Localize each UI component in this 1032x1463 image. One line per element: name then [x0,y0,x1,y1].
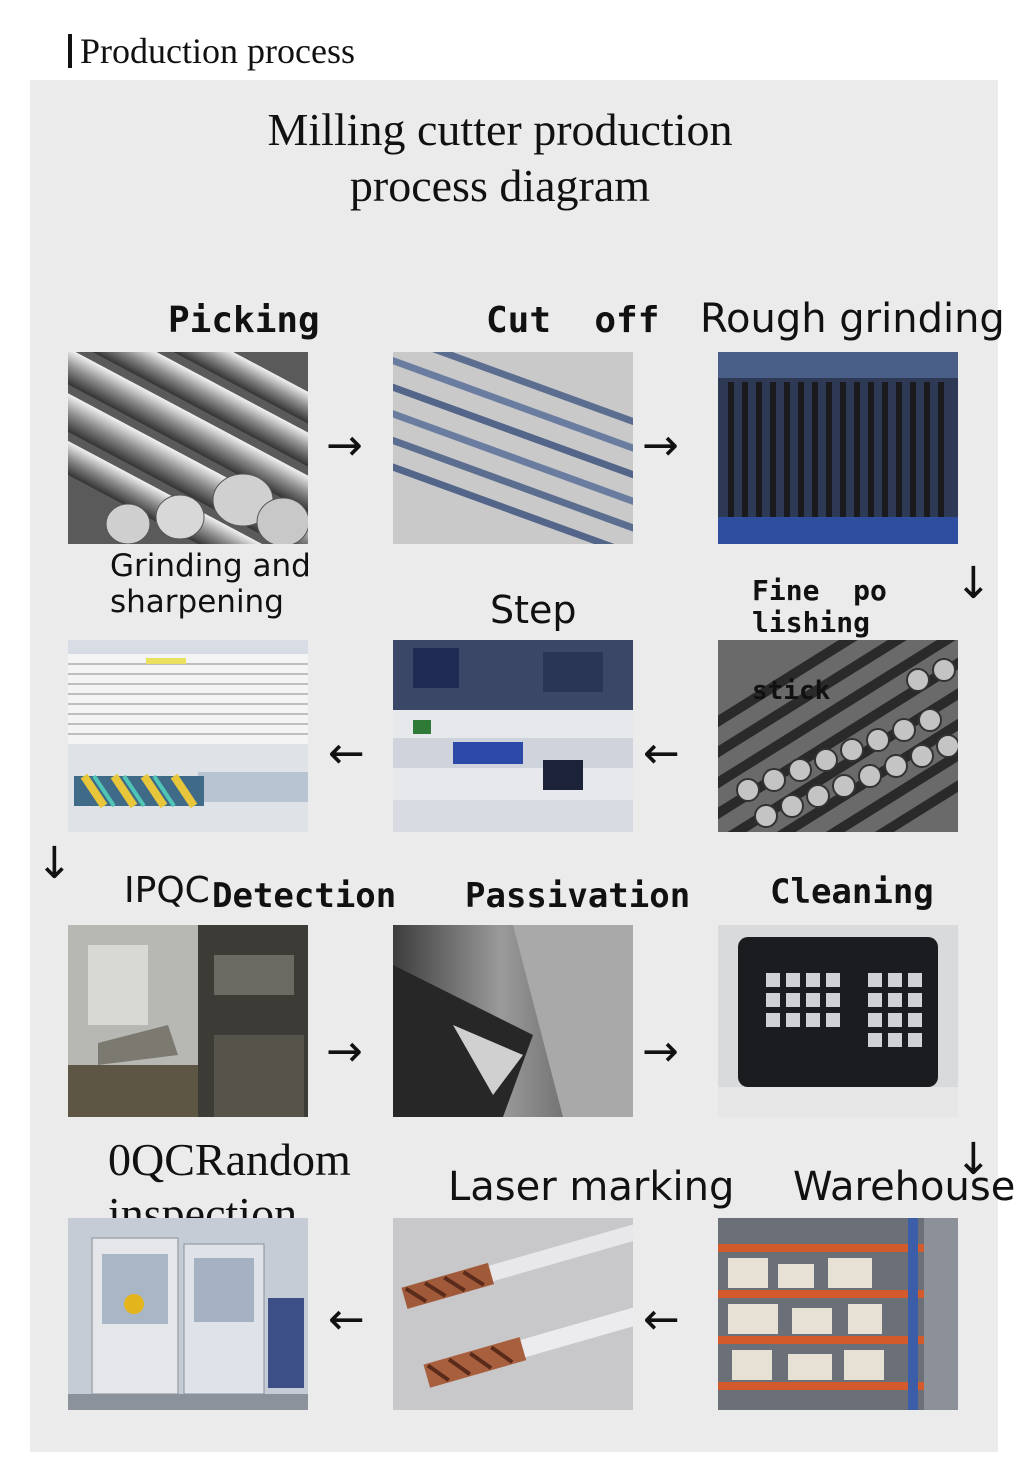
label-grinding-2: sharpening [110,584,284,620]
label-stick: stick [752,676,831,706]
arrow-down-icon: ↓ [955,558,992,609]
arrow-right-icon: → [326,1026,363,1077]
title-line-1: Milling cutter production [267,104,733,155]
label-warehouse: Warehouse [793,1164,1016,1210]
image-rough-grinding [718,352,958,544]
image-step [393,640,633,832]
label-picking: Picking [168,300,320,341]
image-cleaning [718,925,958,1117]
image-laser-marking [393,1218,633,1410]
label-cut-off: Cut off [486,300,660,341]
label-cleaning: Cleaning [770,872,934,912]
label-grinding-1: Grinding and [110,548,311,584]
label-fine-polishing-2: lishing [752,606,871,639]
section-header: Production process [68,30,355,72]
arrow-left-icon: ← [328,728,365,779]
image-ipqc-detection [68,925,308,1117]
arrow-right-icon: → [642,1026,679,1077]
label-passivation: Passivation [465,876,691,916]
arrow-right-icon: → [642,420,679,471]
label-ipqc: IPQC [124,870,210,911]
arrow-left-icon: ← [643,728,680,779]
arrow-down-icon: ↓ [36,838,73,889]
title-line-2: process diagram [349,160,651,211]
label-step: Step [490,588,577,632]
image-passivation [393,925,633,1117]
image-cut-off [393,352,633,544]
label-oqc-1: 0QCRandom [108,1134,351,1185]
arrow-left-icon: ← [328,1294,365,1345]
image-warehouse [718,1218,958,1410]
image-fine-polishing [718,640,958,832]
arrow-down-icon: ↓ [955,1134,992,1185]
label-detection: Detection [212,876,397,916]
image-oqc-inspection [68,1218,308,1410]
header-bar [68,34,72,68]
label-rough-grinding: Rough grinding [700,296,1005,342]
image-grinding-sharpening [68,640,308,832]
label-fine-polishing-1: Fine po [752,574,887,607]
arrow-right-icon: → [326,420,363,471]
image-picking [68,352,308,544]
label-laser-marking: Laser marking [448,1164,735,1210]
header-text: Production process [80,31,355,71]
arrow-left-icon: ← [643,1294,680,1345]
